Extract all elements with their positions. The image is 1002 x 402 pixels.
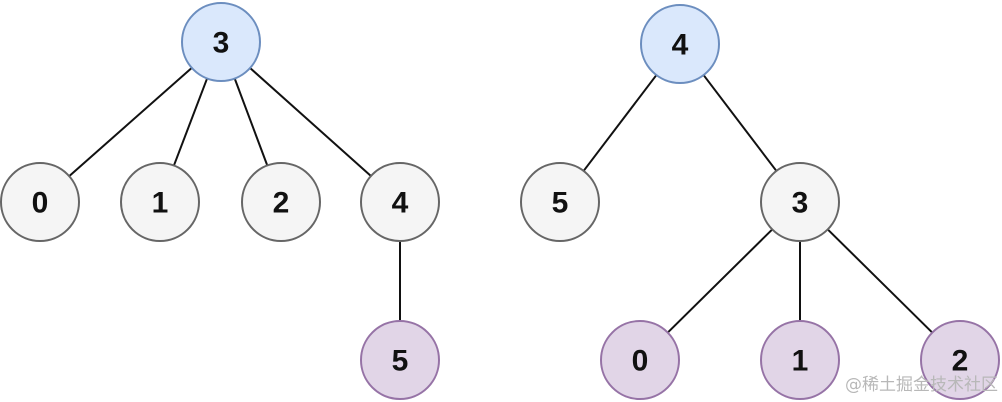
node-circle <box>600 320 680 400</box>
node-label: 0 <box>32 187 49 220</box>
tree-edge <box>233 78 269 166</box>
tree-node: 0 <box>600 320 680 400</box>
tree-edge <box>702 74 778 172</box>
tree-node: 1 <box>760 320 840 400</box>
tree-node: 1 <box>120 162 200 242</box>
node-label: 0 <box>632 345 649 378</box>
tree-node: 2 <box>241 162 321 242</box>
node-circle <box>360 320 440 400</box>
node-label: 2 <box>273 187 290 220</box>
right-tree-edges <box>582 74 933 334</box>
node-label: 4 <box>392 187 409 220</box>
tree-node: 2 <box>920 320 1000 400</box>
tree-edge <box>827 228 933 334</box>
node-circle <box>920 320 1000 400</box>
node-label: 2 <box>952 345 969 378</box>
node-label: 3 <box>213 27 230 60</box>
node-label: 5 <box>552 187 569 220</box>
node-label: 4 <box>672 29 689 62</box>
node-label: 1 <box>792 345 809 378</box>
node-circle <box>760 320 840 400</box>
node-circle <box>241 162 321 242</box>
tree-node: 0 <box>0 162 80 242</box>
node-circle <box>360 162 440 242</box>
left-tree-edges <box>68 67 401 321</box>
right-tree-nodes: 4 5 3 0 1 2 <box>520 4 1000 400</box>
tree-node: 5 <box>360 320 440 400</box>
tree-node: 3 <box>760 162 840 242</box>
tree-node: 5 <box>520 162 600 242</box>
tree-edge <box>667 228 773 334</box>
node-label: 5 <box>392 345 409 378</box>
tree-edge <box>68 67 193 177</box>
node-circle <box>0 162 80 242</box>
node-circle <box>640 4 720 84</box>
tree-node: 4 <box>360 162 440 242</box>
node-circle <box>181 2 261 82</box>
node-circle <box>760 162 840 242</box>
tree-node: 4 <box>640 4 720 84</box>
node-label: 3 <box>792 187 809 220</box>
left-tree-nodes: 3 0 1 2 4 5 <box>0 2 440 400</box>
node-label: 1 <box>152 187 169 220</box>
edges-layer <box>68 67 933 334</box>
node-circle <box>520 162 600 242</box>
tree-edge <box>249 67 372 177</box>
watermark-text: @稀土掘金技术社区 <box>845 375 998 395</box>
tree-node: 3 <box>181 2 261 82</box>
tree-edge <box>172 78 209 166</box>
tree-edge <box>582 74 658 172</box>
node-circle <box>120 162 200 242</box>
